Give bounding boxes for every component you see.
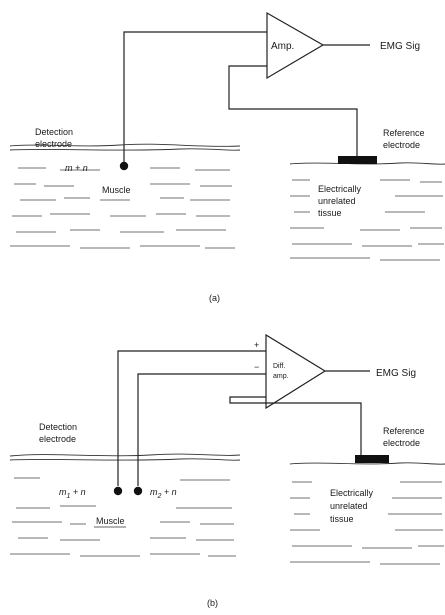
amp-label-b-line2: amp. (273, 373, 289, 380)
detection-label-b-line1: Detection (39, 422, 77, 432)
signal1-label-b: m1 + n (59, 487, 86, 500)
output-label-b: EMG Sig (376, 368, 416, 379)
caption-a: (a) (209, 293, 220, 303)
reference-label-a-line2: electrode (383, 140, 420, 150)
reference-label-a-line1: Reference (383, 128, 425, 138)
tissue-label-a-line1: Electrically (318, 184, 362, 194)
minus-label-b: − (254, 362, 259, 372)
detection-wire-b-plus (117, 350, 266, 486)
reference-label-b-line1: Reference (383, 426, 425, 436)
reference-wire-a (228, 65, 358, 158)
detection-label-a-line2: electrode (35, 139, 72, 149)
signal2-label-b: m2 + n (150, 487, 177, 500)
panel-a: Amp. EMG Sig Detection electrode Referen… (9, 11, 445, 303)
detection-wire-b-minus (137, 373, 266, 486)
panel-b: Diff. amp. + − EMG Sig Detection electro… (9, 333, 445, 608)
plus-label-b: + (254, 340, 259, 350)
reference-electrode-b (355, 455, 389, 463)
caption-b: (b) (207, 598, 218, 608)
signal-label-a: m + n (65, 163, 88, 173)
tissue-label-b-line1: Electrically (330, 488, 374, 498)
tissue-label-a-line2: unrelated (318, 196, 356, 206)
amp-label-b-line1: Diff. (273, 363, 285, 370)
detection-wire-a (123, 31, 267, 166)
tissue-label-b-line2: unrelated (330, 501, 368, 511)
muscle-tissue-b (9, 453, 241, 557)
muscle-label-b: Muscle (96, 516, 125, 526)
reference-wire-b (229, 396, 362, 456)
amp-label-a: Amp. (271, 41, 294, 52)
output-label-a: EMG Sig (380, 41, 420, 52)
tissue-label-a-line3: tissue (318, 208, 342, 218)
detection-label-b-line2: electrode (39, 434, 76, 444)
detection-electrode-b1 (113, 486, 123, 496)
reference-electrode-a (338, 156, 377, 164)
detection-electrode-a (119, 161, 129, 171)
detection-label-a-line1: Detection (35, 127, 73, 137)
detection-electrode-b2 (133, 486, 143, 496)
diff-amplifier-b (265, 333, 327, 410)
amplifier-a (266, 11, 325, 80)
muscle-tissue-a (9, 143, 241, 249)
reference-tissue-b (289, 462, 445, 565)
reference-label-b-line2: electrode (383, 438, 420, 448)
tissue-label-b-line3: tissue (330, 514, 354, 524)
reference-tissue-a (289, 162, 445, 261)
muscle-label-a: Muscle (102, 185, 131, 195)
